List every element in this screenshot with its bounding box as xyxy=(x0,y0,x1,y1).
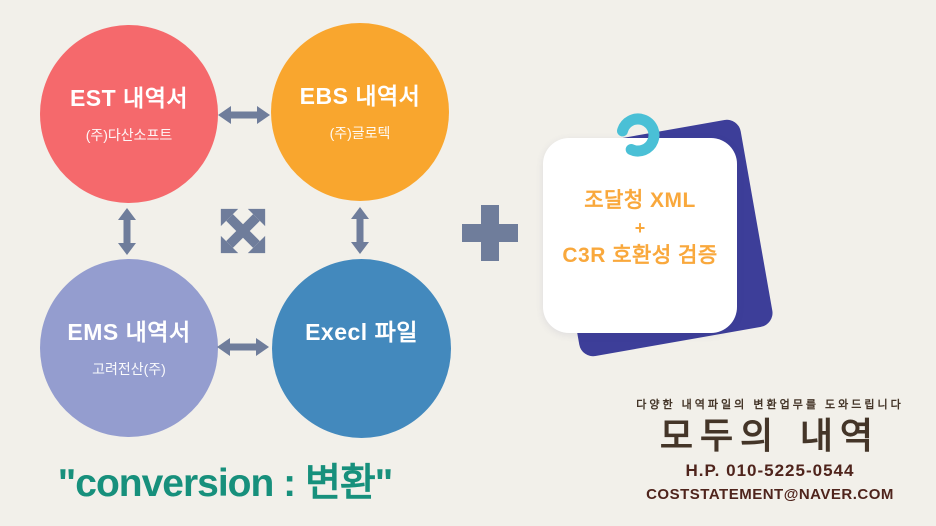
circle-ebs: EBS 내역서 (주)글로텍 xyxy=(271,23,449,201)
circle-est-subtitle: (주)다산소프트 xyxy=(85,126,173,143)
circle-excel: Execl 파일 xyxy=(272,259,451,438)
note-line-1: 조달청 XML xyxy=(584,189,696,212)
circle-excel-label: Execl 파일 xyxy=(305,319,418,345)
double-arrow-vertical-right-icon xyxy=(349,207,371,254)
double-arrow-vertical-left-icon xyxy=(116,208,138,255)
branding-block: 다양한 내역파일의 변환업무를 도와드립니다 모두의 내역 H.P. 010-5… xyxy=(612,396,928,503)
circle-est-label: EST 내역서 xyxy=(69,84,189,111)
double-arrow-horizontal-bottom-icon xyxy=(217,336,269,358)
hook-clip-icon xyxy=(613,108,661,164)
note-card-text: 조달청 XML + C3R 호환성 검증 xyxy=(543,186,737,270)
caption-conversion: "conversion : 변환" xyxy=(57,462,393,505)
note-line-2: + xyxy=(634,218,646,238)
branding-email: COSTSTATEMENT@NAVER.COM xyxy=(646,486,894,503)
cross-exchange-arrows-icon xyxy=(217,205,269,257)
branding-logo: 모두의 내역 xyxy=(659,415,881,457)
circle-est: EST 내역서 (주)다산소프트 xyxy=(40,25,218,203)
plus-icon xyxy=(462,205,518,261)
note-line-3: C3R 호환성 검증 xyxy=(562,244,718,267)
branding-phone: H.P. 010-5225-0544 xyxy=(685,461,855,480)
circle-ems-subtitle: 고려전산(주) xyxy=(92,360,166,377)
double-arrow-horizontal-top-icon xyxy=(218,104,270,126)
note-card xyxy=(543,138,737,333)
circle-ems: EMS 내역서 고려전산(주) xyxy=(40,259,218,437)
circle-ems-label: EMS 내역서 xyxy=(67,318,191,345)
circle-ebs-label: EBS 내역서 xyxy=(299,82,421,109)
branding-tagline: 다양한 내역파일의 변환업무를 도와드립니다 xyxy=(636,399,904,411)
circle-ebs-subtitle: (주)글로텍 xyxy=(329,124,391,141)
